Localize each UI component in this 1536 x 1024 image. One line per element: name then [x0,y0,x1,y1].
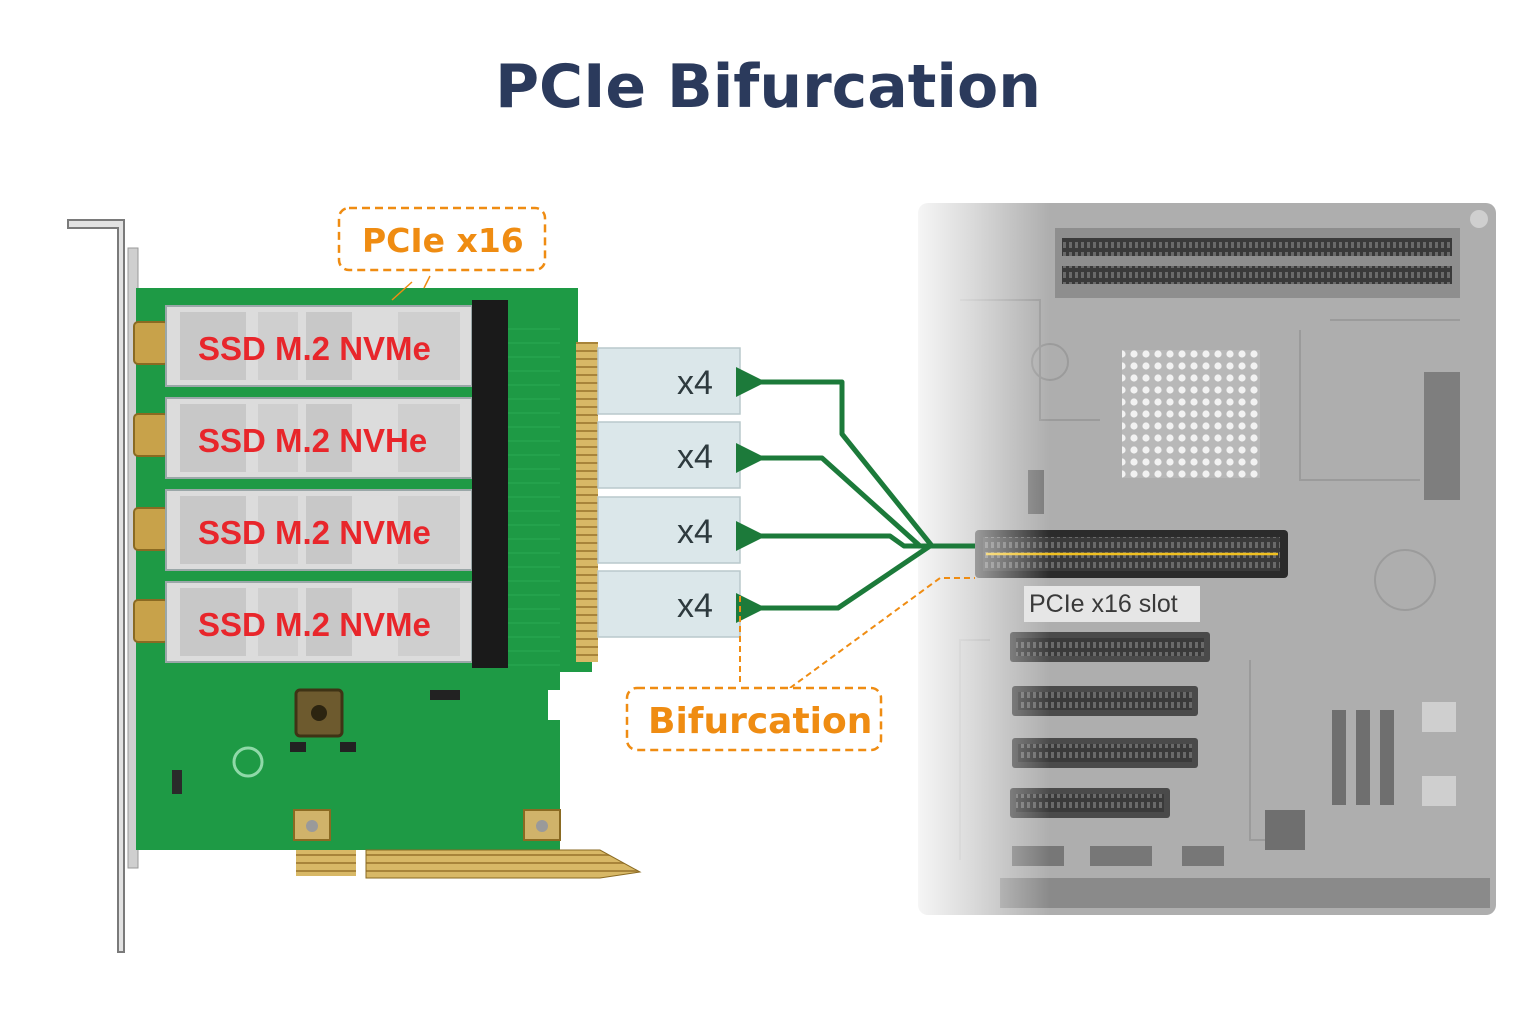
ssd-label-4: SSD M.2 NVMe [198,606,431,643]
diagram-title: PCIe Bifurcation [495,52,1041,122]
bifurcation-label: Bifurcation [648,701,872,742]
lane-box-3 [597,496,741,564]
pcie-x16-callout [337,206,547,272]
lane-box-1 [597,347,741,415]
lane-label-4: x4 [677,587,713,625]
pcie-x16-label: PCIe x16 [362,221,524,260]
lane-arrows [736,367,975,623]
lane-boxes [597,347,741,638]
motherboard [900,195,1500,925]
arrow-lane-4 [736,543,975,623]
ssd-label-1: SSD M.2 NVMe [198,330,431,367]
ssd-module-2 [165,392,508,484]
lane-label-2: x4 [677,438,713,476]
ssd-module-1 [165,300,508,392]
lane-label-1: x4 [677,364,713,402]
lane-label-3: x4 [677,513,713,551]
ssd-module-3 [165,484,508,576]
slot-label-box [1024,586,1200,622]
ssd-label-3: SSD M.2 NVMe [198,514,431,551]
lane-box-4 [597,570,741,638]
bifurcation-callout [625,686,883,752]
slot-label: PCIe x16 slot [1029,590,1178,618]
mounting-bracket [67,219,125,953]
edge-connector-gold [576,342,598,662]
adapter-card: SSD M.2 NVMe SSD M.2 NVHe SSD M.2 NVMe S… [67,219,642,953]
ssd-module-4 [165,576,508,668]
lane-box-2 [597,421,741,489]
ssd-label-2: SSD M.2 NVHe [198,422,427,459]
certification-logo-icon [232,746,264,778]
